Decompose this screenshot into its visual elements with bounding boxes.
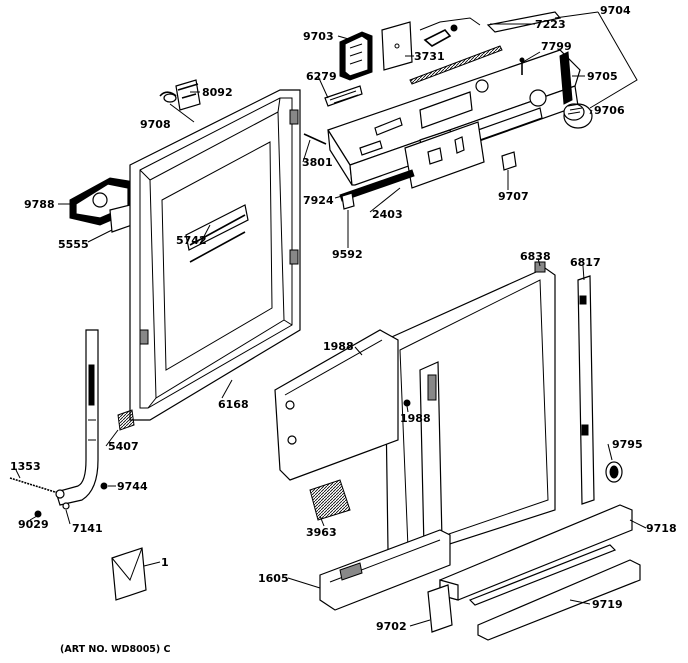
kick-panel-9719 (468, 544, 641, 641)
end-cap-9592 (341, 192, 355, 210)
label-1353: 1353 (10, 460, 41, 473)
control-knob (563, 103, 593, 129)
label-9703: 9703 (303, 30, 334, 43)
art-number: (ART NO. WD8005) C (60, 644, 171, 655)
label-1: 1 (161, 556, 169, 569)
part-labels: 9704 7223 9703 7799 3731 6279 9705 8092 … (10, 4, 677, 655)
trim-strip-7924 (339, 169, 415, 202)
door-side-panel (274, 329, 399, 481)
label-9718: 9718 (646, 522, 677, 535)
bracket-6279-ridges (329, 90, 359, 104)
label-9592: 9592 (332, 248, 363, 261)
timer-module (339, 31, 373, 81)
label-5407: 5407 (108, 440, 139, 453)
label-6168: 6168 (218, 398, 249, 411)
label-3731: 3731 (414, 50, 445, 63)
label-1988-upper: 1988 (323, 340, 354, 353)
label-7223: 7223 (535, 18, 566, 31)
label-9702: 9702 (376, 620, 407, 633)
leader-lines (15, 11, 647, 627)
dispenser-part (69, 177, 136, 233)
envelope-flap (111, 547, 143, 581)
label-3801: 3801 (302, 156, 333, 169)
pin-3801 (303, 133, 327, 145)
label-9795: 9795 (612, 438, 643, 451)
latch-assembly (159, 79, 201, 111)
label-9744: 9744 (117, 480, 148, 493)
outer-door-panel (384, 261, 556, 561)
panel-insert-window-1 (427, 147, 443, 165)
label-6838: 6838 (520, 250, 551, 263)
foot-9795 (605, 461, 623, 483)
label-5555: 5555 (58, 238, 89, 251)
label-7924: 7924 (303, 194, 334, 207)
label-1605: 1605 (258, 572, 289, 585)
hinge-arm-assembly (9, 329, 108, 518)
label-7141: 7141 (72, 522, 103, 535)
panel-insert-window-2 (454, 136, 465, 154)
kick-panel-9702 (427, 584, 453, 633)
dial-opening (529, 89, 547, 107)
label-9705: 9705 (587, 70, 618, 83)
label-9719: 9719 (592, 598, 623, 611)
label-9704: 9704 (600, 4, 631, 17)
center-rail (419, 361, 443, 549)
right-side-rail (577, 275, 595, 505)
label-1988-lower: 1988 (400, 412, 431, 425)
screw-7799-head (519, 57, 525, 63)
label-7799: 7799 (541, 40, 572, 53)
label-6817: 6817 (570, 256, 601, 269)
label-3963: 3963 (306, 526, 337, 539)
bracket-3963 (309, 479, 351, 521)
button-opening (475, 79, 489, 93)
kick-panel-1605 (319, 529, 451, 611)
screw-7223 (450, 24, 458, 32)
label-5742: 5742 (176, 234, 207, 247)
screw-1988 (403, 399, 411, 407)
label-2403: 2403 (372, 208, 403, 221)
plate-hole (394, 43, 400, 49)
label-9706: 9706 (594, 104, 625, 117)
gasket-plate (381, 21, 413, 71)
button-9707 (501, 151, 517, 171)
clip-7223 (423, 29, 452, 47)
label-9707: 9707 (498, 190, 529, 203)
label-9029: 9029 (18, 518, 49, 531)
label-6279: 6279 (306, 70, 337, 83)
inner-door-frame (117, 89, 301, 431)
label-9788: 9788 (24, 198, 55, 211)
label-9708: 9708 (140, 118, 171, 131)
literature-envelope (111, 547, 147, 601)
bracket-6279 (324, 85, 363, 107)
label-8092: 8092 (202, 86, 233, 99)
